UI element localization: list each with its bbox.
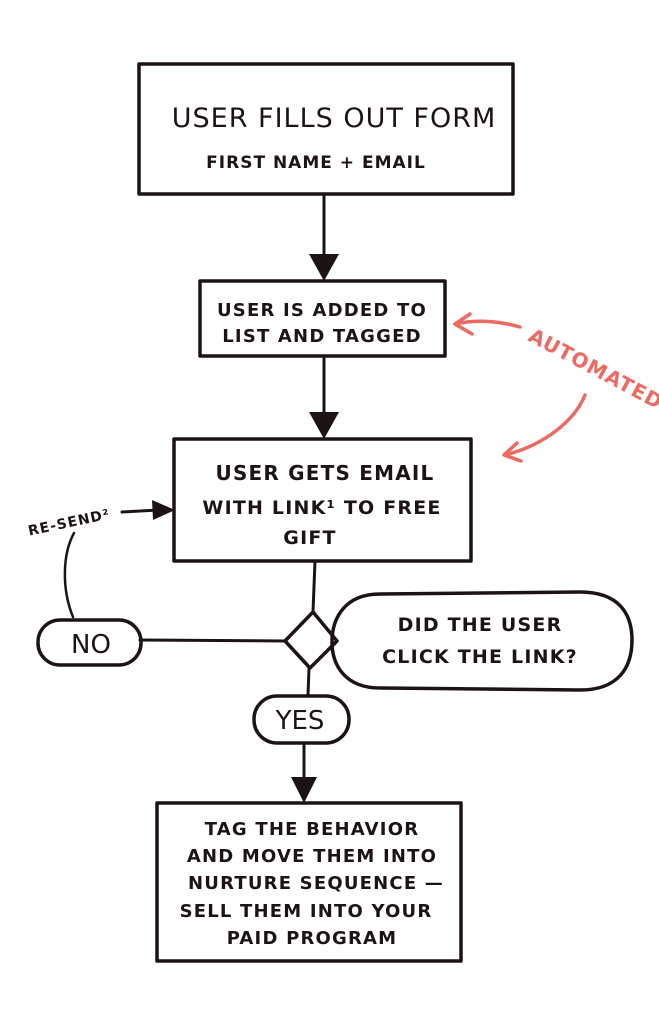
node-subtitle: FIRST NAME + EMAIL	[206, 153, 426, 173]
node-line: AND MOVE THEM INTO	[187, 846, 437, 867]
yes-pill	[252, 694, 351, 745]
node-line: TAG THE BEHAVIOR	[205, 819, 420, 840]
arrowhead-down-icon	[291, 777, 317, 803]
node-line: LIST AND TAGGED	[222, 326, 421, 347]
connector-line	[306, 666, 311, 697]
arrowhead-down-icon	[309, 412, 339, 439]
connector-line	[63, 531, 76, 619]
annotation-arrowhead-icon	[502, 441, 523, 463]
edge-resend: RE-SEND²	[27, 500, 175, 619]
node-box	[330, 590, 634, 692]
no-pill	[36, 618, 143, 667]
node-title: USER FILLS OUT FORM	[172, 103, 497, 134]
branch-no: NO	[36, 618, 287, 667]
no-label: NO	[71, 630, 111, 660]
edge-added-to-email	[309, 354, 339, 439]
yes-label: YES	[275, 706, 325, 736]
arrowhead-down-icon	[309, 254, 339, 281]
annotation-automated: AUTOMATED	[453, 312, 659, 463]
node-line: PAID PROGRAM	[227, 928, 398, 949]
node-line: DID THE USER	[398, 614, 563, 636]
branch-yes: YES	[252, 666, 351, 803]
decision-diamond	[283, 610, 339, 670]
arrowhead-right-icon	[152, 500, 175, 520]
node-line: SELL THEM INTO YOUR	[180, 901, 433, 922]
node-box	[155, 801, 463, 963]
node-line: GIFT	[283, 527, 336, 549]
node-nurture-sequence: TAG THE BEHAVIOR AND MOVE THEM INTO NURT…	[155, 801, 463, 963]
node-line: CLICK THE LINK?	[382, 646, 578, 668]
edge-form-to-added	[309, 192, 339, 281]
annotation-arrow-line	[503, 393, 587, 457]
node-box	[137, 62, 515, 196]
node-user-fills-form: USER FILLS OUT FORM FIRST NAME + EMAIL	[137, 62, 515, 196]
node-line: USER IS ADDED TO	[217, 300, 427, 321]
annotation-arrow-line	[453, 319, 522, 329]
node-user-gets-email: USER GETS EMAIL WITH LINK¹ TO FREE GIFT	[172, 437, 473, 563]
connector-line	[311, 559, 317, 614]
node-box	[172, 437, 473, 563]
annotation-label: AUTOMATED	[525, 323, 659, 414]
connector-line	[138, 638, 287, 643]
node-line: NURTURE SEQUENCE —	[188, 873, 444, 894]
node-decision-question: DID THE USER CLICK THE LINK?	[330, 590, 634, 692]
node-line: WITH LINK¹ TO FREE	[202, 497, 441, 519]
connector-line	[120, 508, 160, 514]
node-user-added: USER IS ADDED TO LIST AND TAGGED	[198, 279, 447, 358]
annotation-arrowhead-icon	[453, 312, 474, 336]
resend-label: RE-SEND²	[27, 507, 112, 540]
node-line: USER GETS EMAIL	[216, 461, 435, 485]
